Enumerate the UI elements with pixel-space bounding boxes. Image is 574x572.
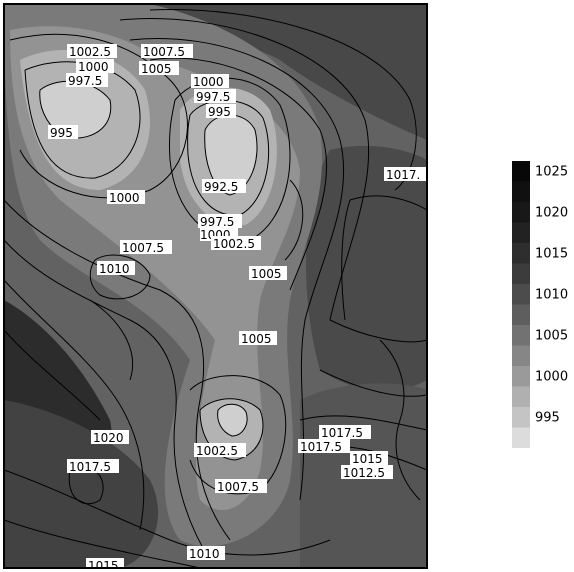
legend-colorbar: 995 1000 1005 1010 1015 1020 1025	[512, 161, 568, 448]
contour-label: 1017.	[384, 167, 427, 182]
svg-text:1012.5: 1012.5	[343, 466, 385, 480]
legend-swatch	[512, 161, 530, 182]
legend-swatch	[512, 304, 530, 325]
svg-text:1015: 1015	[88, 559, 119, 572]
legend-label: 995	[535, 410, 560, 425]
svg-text:1017.5: 1017.5	[321, 426, 363, 440]
shade-east-mid	[306, 145, 427, 391]
legend-swatch	[512, 325, 530, 346]
contour-label: 1007.5	[215, 479, 267, 494]
contour-label: 1000	[107, 190, 145, 205]
shade-north-band	[150, 4, 427, 140]
svg-text:1017.5: 1017.5	[300, 440, 342, 454]
contour-label: 997.5	[198, 214, 242, 229]
contour-label: 995	[48, 125, 78, 140]
shade-low-core-north	[204, 115, 258, 195]
map-frame	[3, 3, 428, 569]
svg-text:1010: 1010	[99, 262, 130, 276]
contour-label: 1017.5	[319, 425, 371, 440]
shade-southwest-dark	[4, 400, 159, 568]
svg-text:1000: 1000	[193, 75, 224, 89]
contour-label: 1010	[97, 261, 135, 276]
contour-label: 1017.5	[298, 439, 350, 454]
legend-label: 1015	[535, 246, 568, 261]
svg-text:997.5: 997.5	[68, 74, 102, 88]
legend-swatch	[512, 345, 530, 366]
svg-text:997.5: 997.5	[196, 90, 230, 104]
legend-label: 1025	[535, 164, 568, 179]
contour-labels: 1002.5 1000 997.5 1007.5 1005 995 1000 9…	[48, 44, 427, 572]
svg-text:995: 995	[208, 105, 231, 119]
svg-text:1015: 1015	[352, 452, 383, 466]
shade-low-core-west	[39, 81, 111, 139]
contour-label: 997.5	[194, 89, 236, 104]
contour-label: 1012.5	[341, 465, 393, 480]
contour-label: 1002.5	[194, 443, 246, 458]
svg-text:1002.5: 1002.5	[213, 237, 255, 251]
legend-swatch	[512, 407, 530, 428]
svg-text:1002.5: 1002.5	[196, 444, 238, 458]
legend-swatch	[512, 181, 530, 202]
svg-text:1017.: 1017.	[386, 168, 420, 182]
contour-label: 1002.5	[67, 44, 117, 59]
svg-text:1005: 1005	[141, 62, 172, 76]
contour-label: 1015	[350, 451, 388, 466]
legend-label: 1000	[535, 369, 568, 384]
legend-swatch	[512, 386, 530, 407]
svg-text:1000: 1000	[109, 191, 140, 205]
svg-text:1007.5: 1007.5	[217, 480, 259, 494]
contour-label: 1005	[139, 61, 179, 76]
contour-label: 1000	[191, 74, 229, 89]
svg-text:992.5: 992.5	[204, 180, 238, 194]
legend-swatch	[512, 222, 530, 243]
legend-swatch	[512, 263, 530, 284]
legend-label: 1005	[535, 328, 568, 343]
contour-label: 1017.5	[67, 459, 119, 474]
contour-label: 992.5	[202, 179, 246, 194]
shade-south-core	[217, 404, 248, 436]
contour-label: 995	[206, 104, 236, 119]
legend-swatch	[512, 243, 530, 264]
contour-label: 1010	[187, 546, 225, 561]
svg-text:997.5: 997.5	[200, 215, 234, 229]
contour-label: 1007.5	[141, 44, 193, 59]
contour-label: 1000	[76, 59, 114, 74]
svg-text:1002.5: 1002.5	[69, 45, 111, 59]
contour-label: 1020	[91, 430, 129, 445]
legend-swatch	[512, 284, 530, 305]
svg-text:1005: 1005	[251, 267, 282, 281]
contour-label: 997.5	[66, 73, 108, 88]
legend-swatch	[512, 366, 530, 387]
legend-label: 1010	[535, 287, 568, 302]
contour-label: 1005	[239, 331, 277, 346]
contour-label: 1015	[86, 558, 124, 572]
map-plot-area: 1002.5 1000 997.5 1007.5 1005 995 1000 9…	[4, 4, 427, 572]
svg-text:1020: 1020	[93, 431, 124, 445]
legend-swatch	[512, 202, 530, 223]
svg-text:1017.5: 1017.5	[69, 460, 111, 474]
contour-label: 1002.5	[211, 236, 261, 251]
svg-text:1010: 1010	[189, 547, 220, 561]
svg-text:1000: 1000	[78, 60, 109, 74]
svg-text:1005: 1005	[241, 332, 272, 346]
svg-text:1007.5: 1007.5	[122, 241, 164, 255]
legend-swatch	[512, 427, 530, 448]
legend-label: 1020	[535, 205, 568, 220]
contour-label: 1007.5	[120, 240, 172, 255]
contour-label: 1005	[249, 266, 287, 281]
svg-text:995: 995	[50, 126, 73, 140]
svg-text:1007.5: 1007.5	[143, 45, 185, 59]
